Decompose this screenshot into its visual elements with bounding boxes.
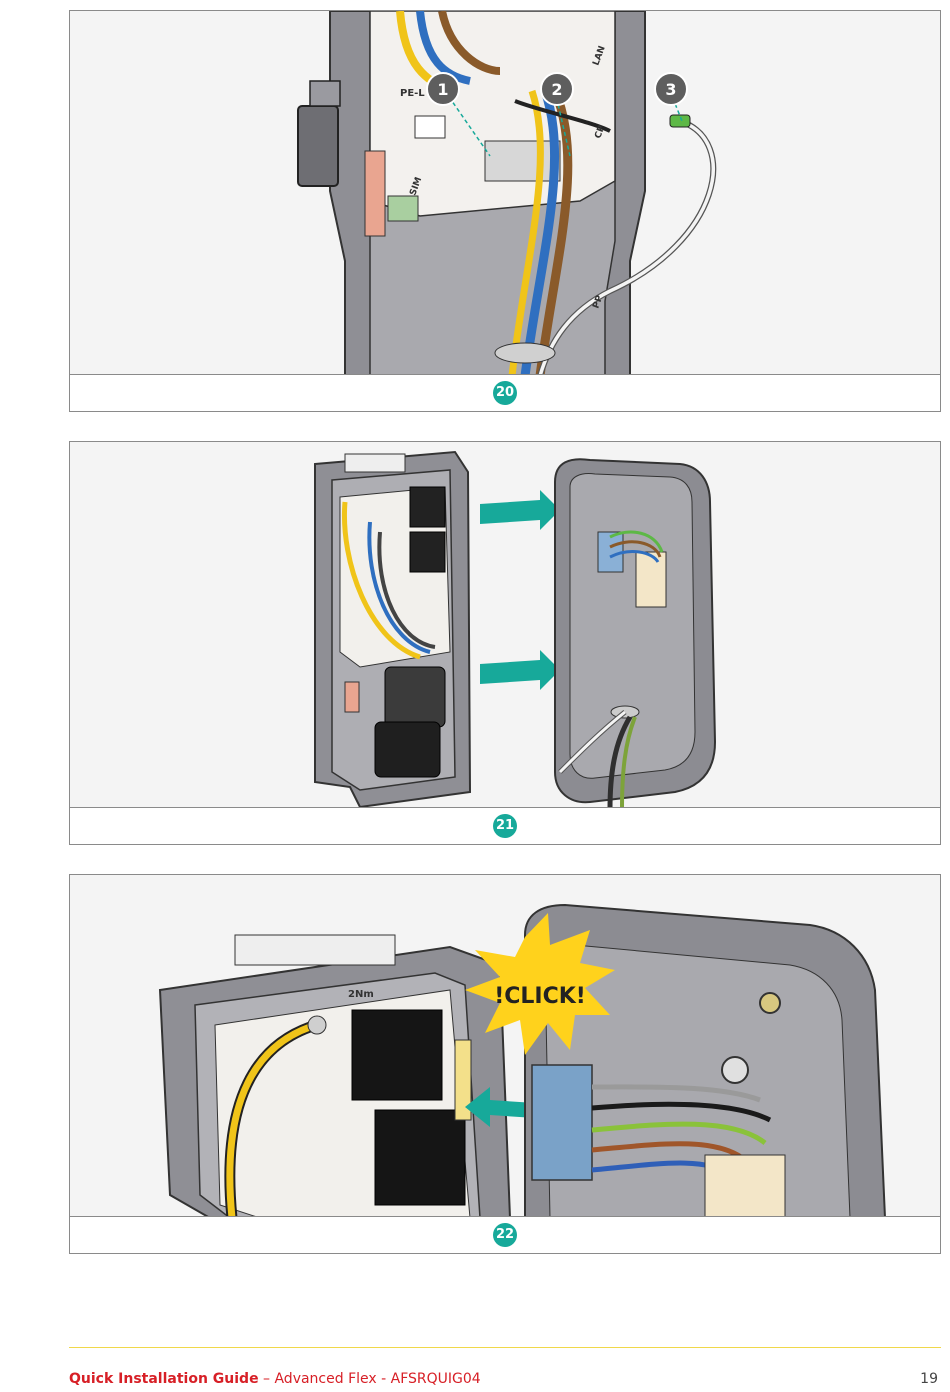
label-pp: PP bbox=[591, 294, 605, 310]
step-20-illustration: 1 2 3 PE-L LAN SIM CP PP bbox=[297, 11, 717, 376]
svg-text:1: 1 bbox=[437, 80, 448, 99]
callout-2: 2 bbox=[540, 72, 574, 106]
footer: Quick Installation Guide – Advanced Flex… bbox=[69, 1371, 941, 1387]
label-pe-l: PE-L bbox=[400, 88, 425, 99]
step-21-badge: 21 bbox=[493, 814, 517, 838]
click-starburst bbox=[465, 913, 615, 1055]
step-22-panel: 2Nm !CLICK! 22 bbox=[69, 874, 941, 1254]
step-22-illustration: 2Nm !CLICK! bbox=[158, 903, 887, 1218]
step-22-badge: 22 bbox=[493, 1223, 517, 1247]
svg-text:3: 3 bbox=[665, 80, 676, 99]
step-20-badge: 20 bbox=[493, 381, 517, 405]
step-21-panel: 21 bbox=[69, 441, 941, 845]
footer-title: Quick Installation Guide bbox=[69, 1371, 259, 1387]
footer-subtitle: – Advanced Flex - AFSRQUIG04 bbox=[258, 1371, 481, 1387]
step-22-number-bar: 22 bbox=[70, 1216, 940, 1253]
step-20-panel: 1 2 3 PE-L LAN SIM CP PP 20 bbox=[69, 10, 941, 412]
step-21-number-bar: 21 bbox=[70, 807, 940, 844]
label-cp: CP bbox=[593, 124, 607, 140]
step-21-illustration bbox=[314, 450, 717, 809]
callout-3: 3 bbox=[654, 72, 688, 106]
svg-text:2: 2 bbox=[551, 80, 562, 99]
footer-rule bbox=[69, 1347, 941, 1348]
step-20-number-bar: 20 bbox=[70, 374, 940, 411]
torque-label: 2Nm bbox=[348, 989, 374, 1000]
click-text: !CLICK! bbox=[494, 984, 586, 1009]
callout-1: 1 bbox=[426, 72, 460, 106]
page-number: 19 bbox=[920, 1371, 938, 1387]
